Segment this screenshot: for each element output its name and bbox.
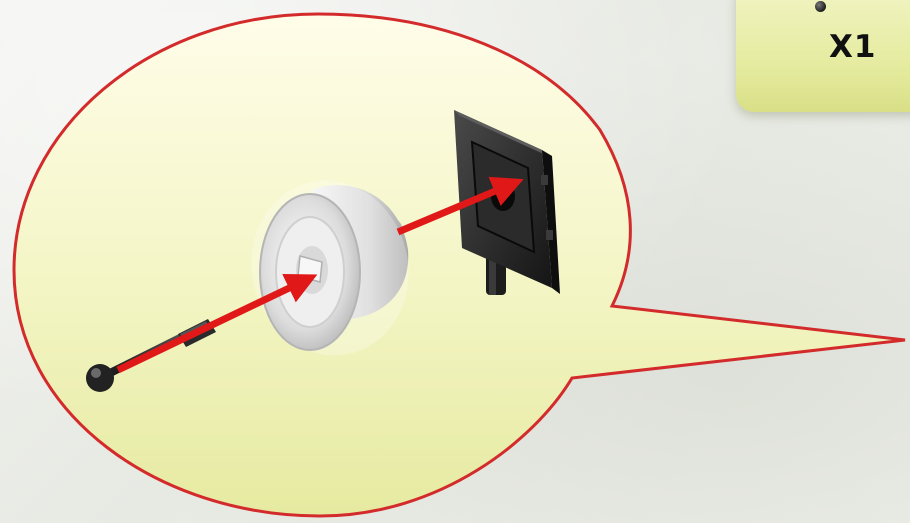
part-icon [815,1,826,12]
part-quantity: X1 [829,29,876,65]
part-count-box: X1 [736,0,910,112]
